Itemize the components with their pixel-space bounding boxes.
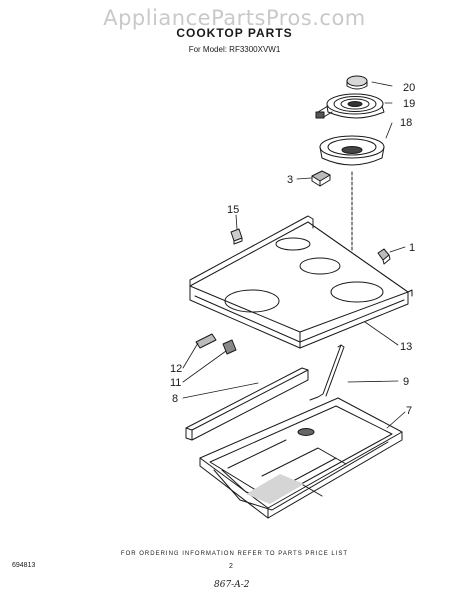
part-8-trim-strip bbox=[185, 367, 309, 441]
drawing-code: 694813 bbox=[12, 562, 36, 569]
part-13-cooktop bbox=[189, 215, 413, 349]
diagram-title: COOKTOP PARTS bbox=[176, 26, 293, 40]
callout-20: 20 bbox=[403, 82, 415, 94]
watermark-text: AppliancePartsPros.com bbox=[103, 6, 366, 30]
part-20-cap bbox=[346, 75, 368, 90]
callout-1: 1 bbox=[409, 242, 415, 254]
part-19-surface-element bbox=[315, 93, 385, 119]
callout-3: 3 bbox=[287, 174, 293, 186]
part-12-bracket bbox=[195, 333, 217, 349]
callout-19: 19 bbox=[403, 98, 415, 110]
handwritten-note: 867-A-2 bbox=[214, 580, 250, 590]
callout-9: 9 bbox=[403, 376, 409, 388]
part-15-clip bbox=[230, 228, 243, 245]
part-7-burner-box bbox=[199, 397, 403, 519]
part-1-clip bbox=[377, 248, 391, 265]
callout-15: 15 bbox=[227, 204, 239, 216]
part-3-terminal-block bbox=[311, 170, 331, 187]
callout-7: 7 bbox=[406, 405, 412, 417]
callout-13: 13 bbox=[400, 341, 412, 353]
model-line: For Model: RF3300XVW1 bbox=[188, 45, 281, 54]
page-number: 2 bbox=[229, 563, 233, 570]
callout-12: 12 bbox=[170, 363, 182, 375]
part-11-spacer bbox=[222, 339, 237, 355]
part-9-support-rod bbox=[309, 344, 345, 401]
callout-11: 11 bbox=[170, 377, 181, 389]
leader-lines bbox=[182, 81, 406, 429]
callout-18: 18 bbox=[400, 117, 412, 129]
part-18-drip-bowl bbox=[319, 135, 385, 166]
ordering-info-text: FOR ORDERING INFORMATION REFER TO PARTS … bbox=[120, 551, 349, 557]
callout-8: 8 bbox=[172, 393, 178, 405]
